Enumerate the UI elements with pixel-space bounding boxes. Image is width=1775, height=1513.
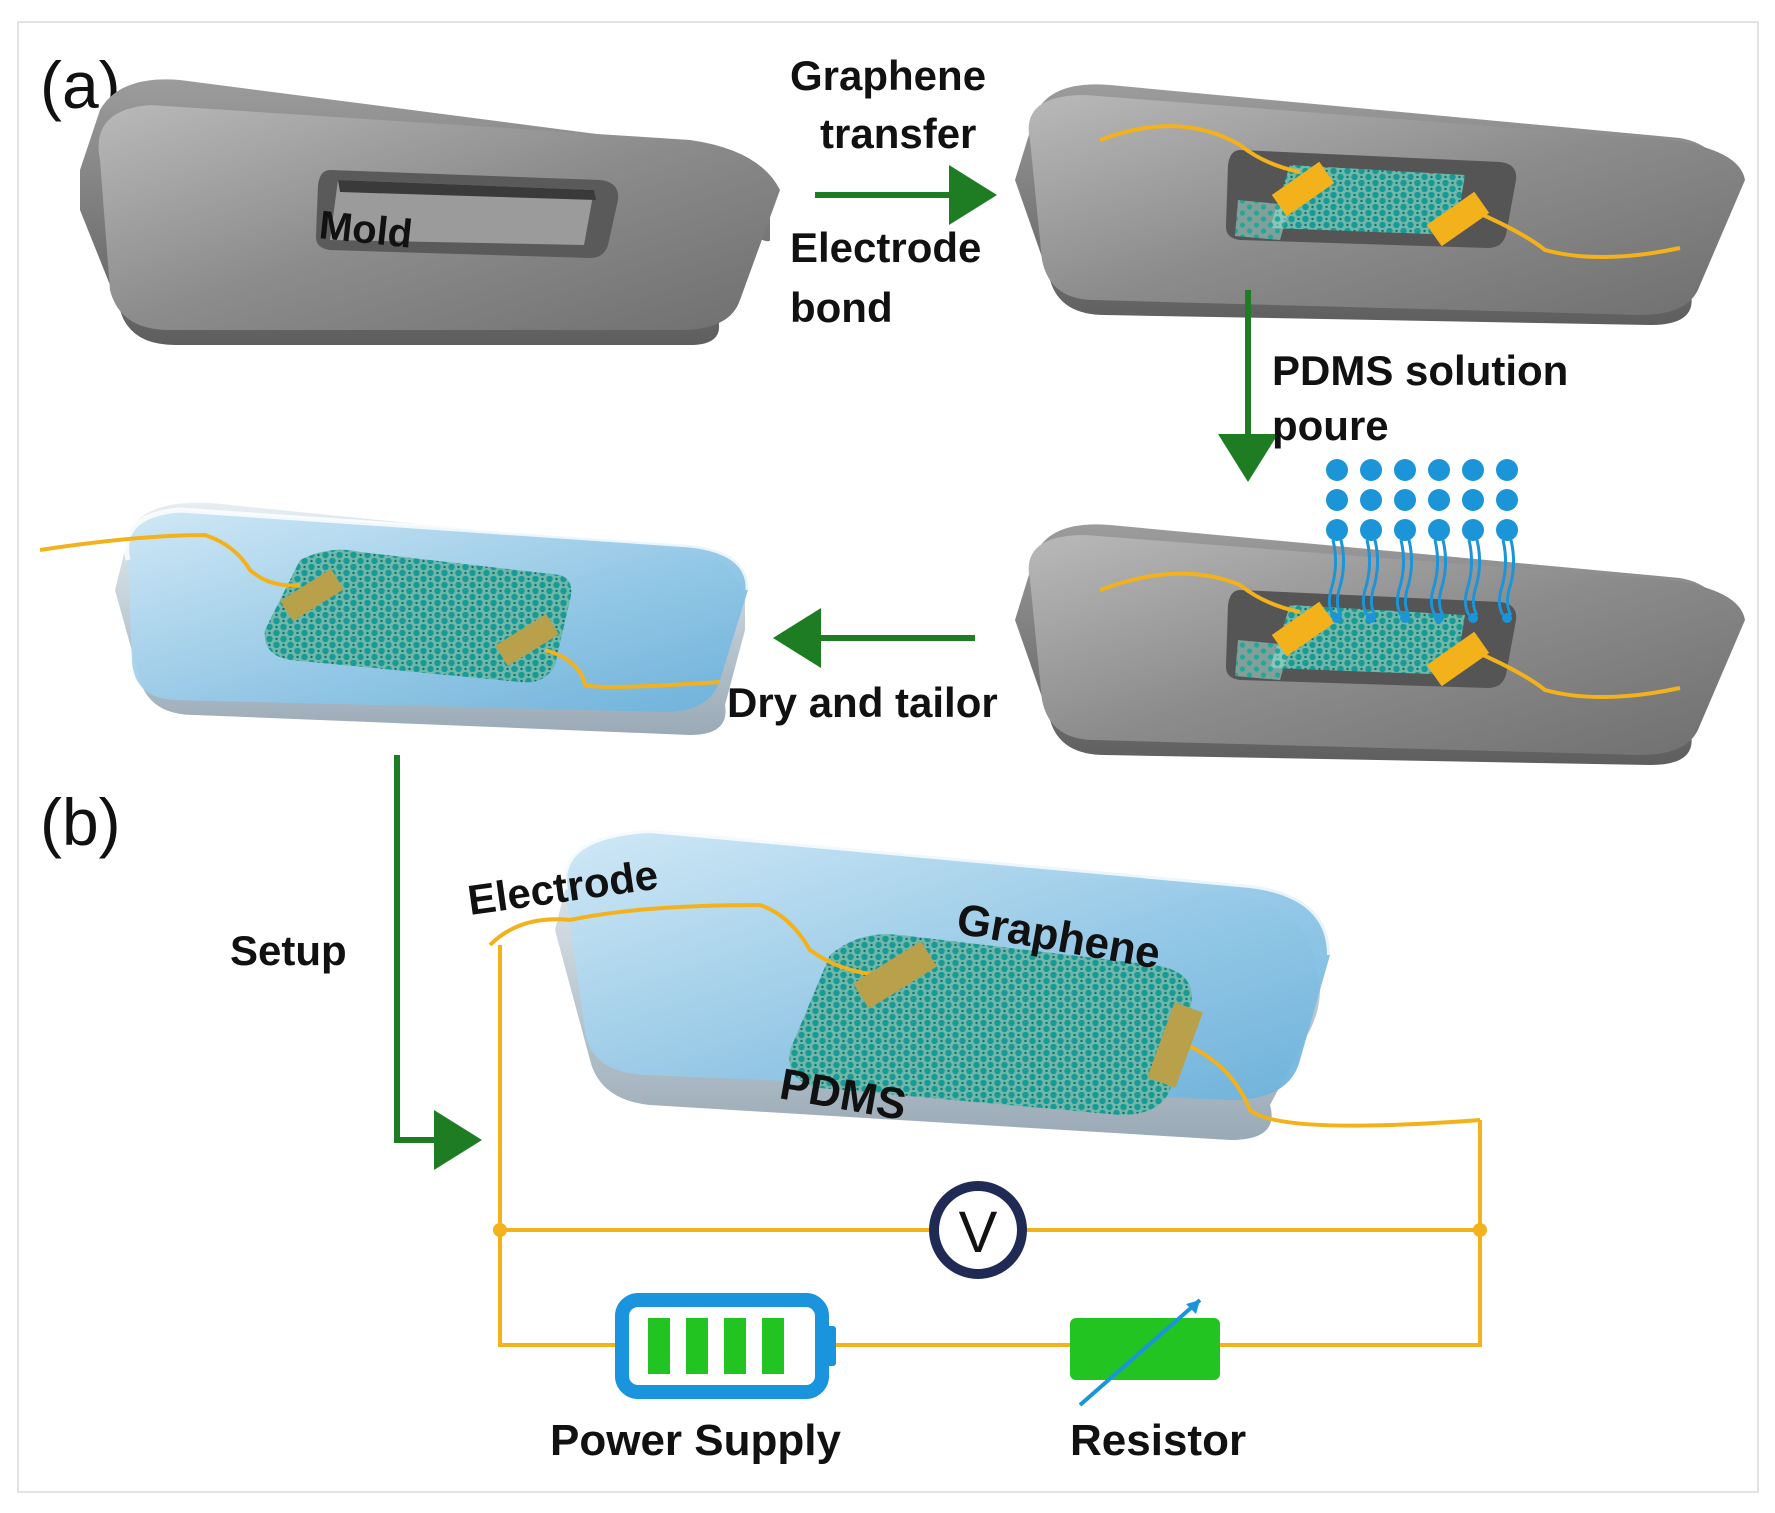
step-setup: Setup bbox=[230, 927, 347, 974]
droplet bbox=[1462, 459, 1484, 481]
battery-icon bbox=[615, 1293, 836, 1399]
mold-tray: Mold bbox=[80, 79, 781, 345]
droplet-tip bbox=[1332, 613, 1342, 623]
mold-with-graphene bbox=[1015, 84, 1745, 325]
droplet-stream bbox=[1403, 539, 1414, 616]
droplet-stream bbox=[1335, 539, 1346, 616]
arrow-setup bbox=[394, 755, 482, 1170]
process-arrows bbox=[394, 165, 1278, 1170]
step-transfer-line2: transfer bbox=[820, 110, 976, 157]
droplet bbox=[1394, 519, 1416, 541]
droplet-stream bbox=[1437, 539, 1448, 616]
droplet bbox=[1462, 489, 1484, 511]
panel-b-label: (b) bbox=[40, 785, 121, 859]
droplet bbox=[1360, 459, 1382, 481]
droplet bbox=[1326, 459, 1348, 481]
droplet bbox=[1428, 519, 1450, 541]
pdms-sensor-large: Graphene PDMS bbox=[488, 826, 1481, 1140]
droplet-tip bbox=[1468, 613, 1478, 623]
droplet-stream bbox=[1327, 539, 1338, 616]
droplet bbox=[1360, 489, 1382, 511]
droplet-stream bbox=[1463, 539, 1474, 616]
mold-label: Mold bbox=[317, 203, 414, 257]
droplet-stream bbox=[1497, 539, 1508, 616]
variable-resistor-icon bbox=[1070, 1298, 1220, 1407]
step-bond-line1: Electrode bbox=[790, 224, 981, 271]
droplet bbox=[1360, 519, 1382, 541]
pdms-sensor-small bbox=[39, 502, 751, 735]
resistor-label: Resistor bbox=[1070, 1416, 1246, 1465]
droplet-stream bbox=[1429, 539, 1440, 616]
droplet bbox=[1428, 489, 1450, 511]
droplet-stream bbox=[1505, 539, 1516, 616]
junction-right bbox=[1473, 1223, 1487, 1237]
droplet-tip bbox=[1502, 613, 1512, 623]
droplet bbox=[1326, 519, 1348, 541]
junction-left bbox=[493, 1223, 507, 1237]
voltmeter-symbol: V bbox=[959, 1200, 998, 1265]
droplet bbox=[1428, 459, 1450, 481]
droplet-tip bbox=[1400, 613, 1410, 623]
figure-border bbox=[17, 21, 1759, 1493]
power-supply-label: Power Supply bbox=[550, 1416, 841, 1465]
droplet bbox=[1496, 489, 1518, 511]
droplet bbox=[1394, 459, 1416, 481]
voltmeter: V bbox=[929, 1181, 1027, 1279]
step-transfer-line1: Graphene bbox=[790, 52, 986, 99]
droplet-tip bbox=[1434, 613, 1444, 623]
droplet-stream bbox=[1395, 539, 1406, 616]
droplet-stream bbox=[1361, 539, 1372, 616]
droplet-stream bbox=[1471, 539, 1482, 616]
droplet-stream bbox=[1369, 539, 1380, 616]
droplet bbox=[1326, 489, 1348, 511]
droplet bbox=[1394, 489, 1416, 511]
droplet bbox=[1462, 519, 1484, 541]
mold-pdms-pour bbox=[1015, 524, 1745, 765]
step-pour-line1: PDMS solution bbox=[1272, 347, 1568, 394]
step-dry: Dry and tailor bbox=[727, 679, 998, 726]
pdms-droplets bbox=[1326, 459, 1518, 623]
droplet bbox=[1496, 519, 1518, 541]
step-pour-line2: poure bbox=[1272, 402, 1389, 449]
measurement-circuit bbox=[498, 945, 1482, 1347]
droplet bbox=[1496, 459, 1518, 481]
step-bond-line2: bond bbox=[790, 284, 893, 331]
droplet-tip bbox=[1366, 613, 1376, 623]
